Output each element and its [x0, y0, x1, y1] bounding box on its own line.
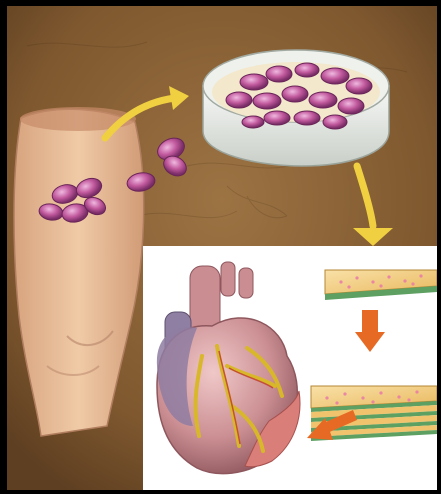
arrow-icon: [362, 310, 378, 334]
petri-dish: [203, 50, 389, 166]
regenerative-medicine-illustration: [7, 6, 437, 490]
